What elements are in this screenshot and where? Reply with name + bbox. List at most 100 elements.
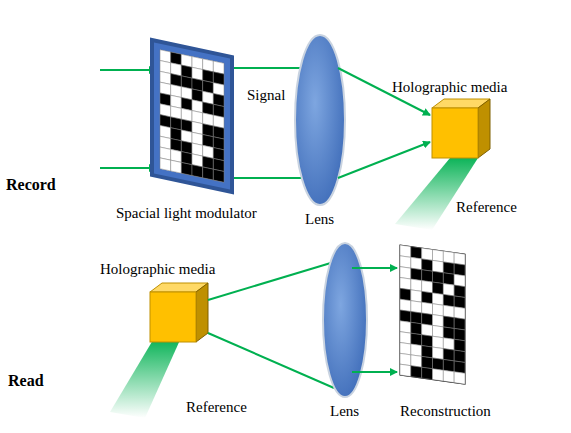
signal-beam [232, 177, 302, 179]
pixel-cell [181, 162, 192, 175]
pixel-cell [454, 350, 465, 362]
output-beam [352, 371, 397, 373]
pixel-cell [411, 268, 422, 280]
pixel-cell [454, 318, 465, 330]
pixel-cell [411, 355, 422, 367]
pixel-cell [422, 259, 433, 271]
pixel-cell [443, 359, 454, 371]
pixel-cell [443, 316, 454, 328]
pixel-cell [443, 251, 454, 263]
input-beam [100, 167, 156, 169]
pixel-cell [400, 310, 411, 322]
pixel-cell [454, 274, 465, 286]
pixel-cell [400, 321, 411, 333]
signal-beam [232, 67, 302, 69]
pixel-cell [400, 245, 411, 257]
pixel-cell [454, 328, 465, 340]
beam-name: Reference [186, 398, 247, 416]
part-name: Reconstruction [400, 402, 491, 420]
output-beam [352, 267, 397, 269]
pixel-cell [422, 281, 433, 293]
pixel-cell [433, 260, 444, 272]
pixel-cell [454, 307, 465, 319]
pixel-cell [411, 257, 422, 269]
pixel-cell [411, 301, 422, 313]
pixel-cell [411, 312, 422, 324]
pixel-cell [411, 344, 422, 356]
pixel-cell [400, 288, 411, 300]
pixel-cell [454, 263, 465, 275]
pixel-cell [443, 327, 454, 339]
pixel-cell [422, 291, 433, 303]
pixel-cell [400, 353, 411, 365]
pixel-cell [411, 279, 422, 291]
pixel-cell [443, 349, 454, 361]
pixel-cell [422, 335, 433, 347]
pixel-cell [422, 367, 433, 379]
spatial-light-modulator [152, 40, 232, 192]
holographic-cube [150, 283, 208, 342]
part-name: Holographic media [100, 260, 215, 278]
pixel-cell [433, 304, 444, 316]
pixel-cell [400, 256, 411, 268]
pixel-cell [213, 169, 224, 182]
pixel-cell [443, 262, 454, 274]
reference-beam [395, 158, 478, 230]
pixel-cell [160, 158, 171, 171]
pixel-cell [411, 322, 422, 334]
pixel-cell [411, 290, 422, 302]
pixel-cell [400, 343, 411, 355]
holographic-cube [432, 99, 490, 158]
pixel-cell [454, 361, 465, 373]
pixel-cell [433, 271, 444, 283]
pixel-cell [400, 364, 411, 376]
beam-name: Signal [247, 86, 285, 104]
part-name: Spacial light modulator [116, 204, 257, 222]
part-name: Lens [305, 210, 334, 228]
focused-beam [338, 142, 430, 178]
pixel-cell [433, 315, 444, 327]
pixel-cell [433, 347, 444, 359]
pixel-cell [443, 370, 454, 382]
beam-name: Reference [456, 198, 517, 216]
reference-beam [110, 340, 180, 418]
input-beam [100, 69, 156, 71]
pixel-cell [433, 282, 444, 294]
pixel-cell [422, 248, 433, 260]
pixel-cell [454, 372, 465, 384]
pixel-cell [454, 339, 465, 351]
pixel-cell [192, 165, 203, 178]
pixel-cell [203, 167, 214, 180]
pixel-cell [454, 296, 465, 308]
pixel-cell [443, 273, 454, 285]
pixel-cell [433, 358, 444, 370]
diffracted-beam [208, 333, 334, 388]
lens [323, 243, 367, 397]
lens [295, 35, 345, 205]
pixel-cell [400, 332, 411, 344]
part-name: Lens [330, 402, 359, 420]
pixel-cell [443, 305, 454, 317]
pixel-cell [433, 369, 444, 381]
diffracted-beam [208, 262, 334, 300]
pixel-cell [454, 285, 465, 297]
pixel-cell [400, 267, 411, 279]
pixel-cell [411, 247, 422, 259]
section-title: Read [8, 372, 44, 390]
pixel-cell [454, 253, 465, 265]
section-title: Record [6, 176, 56, 194]
pixel-cell [400, 299, 411, 311]
pixel-cell [433, 293, 444, 305]
pixel-cell [443, 294, 454, 306]
pixel-cell [433, 325, 444, 337]
pixel-cell [422, 270, 433, 282]
pixel-cell [171, 160, 182, 173]
pixel-cell [443, 338, 454, 350]
reconstructed-page [400, 245, 465, 384]
pixel-cell [433, 336, 444, 348]
pixel-cell [422, 356, 433, 368]
pixel-cell [433, 250, 444, 262]
pixel-cell [422, 302, 433, 314]
